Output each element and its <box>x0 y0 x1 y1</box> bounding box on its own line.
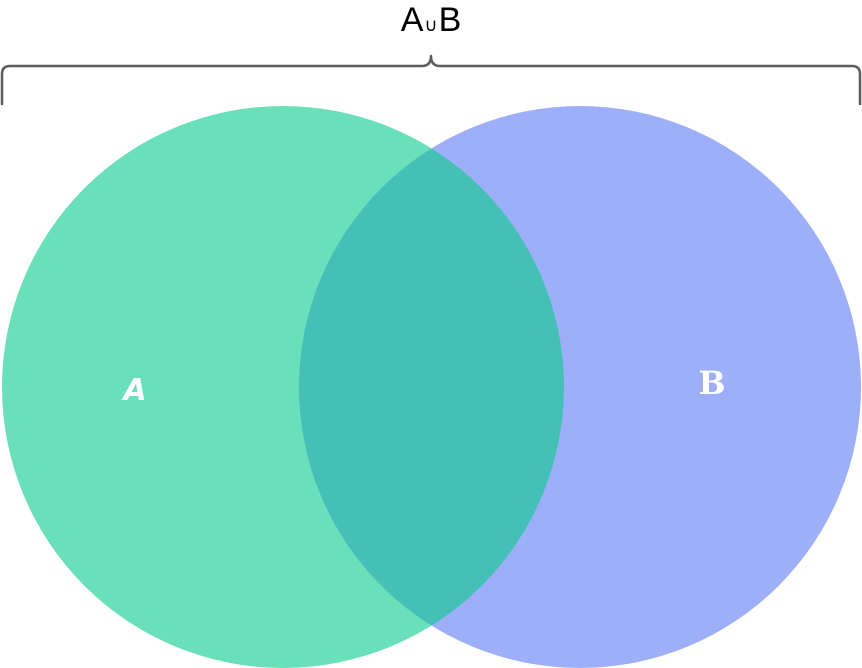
set-a-label: A <box>121 373 146 408</box>
set-b-label: B <box>698 364 725 402</box>
union-title-left: A <box>401 1 424 39</box>
union-symbol: ∪ <box>424 15 437 35</box>
union-bracket <box>0 54 862 106</box>
intersection-region <box>299 106 564 668</box>
union-title: A∪B <box>401 1 462 39</box>
union-title-right: B <box>439 1 462 39</box>
